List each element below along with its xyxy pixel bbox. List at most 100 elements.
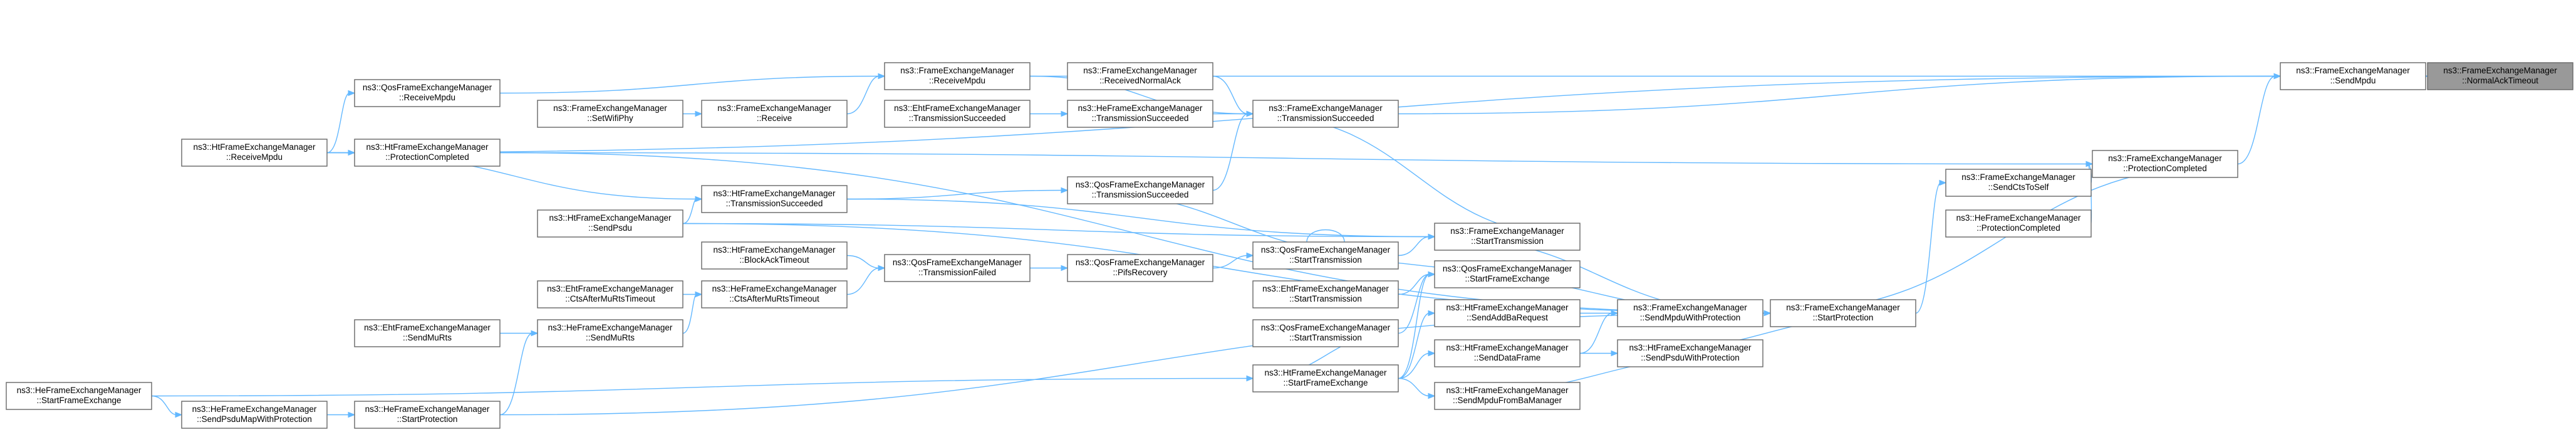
node-box[interactable] — [354, 139, 501, 167]
node-box[interactable] — [181, 139, 328, 167]
node-box[interactable] — [1252, 241, 1399, 270]
function-node-n38[interactable]: ns3::HeFrameExchangeManager::SendPsduMap… — [181, 401, 328, 429]
node-box[interactable] — [1434, 299, 1581, 327]
function-node-n25[interactable]: ns3::EhtFrameExchangeManager::CtsAfterMu… — [537, 280, 683, 308]
node-box[interactable] — [1252, 280, 1399, 308]
function-node-n34[interactable]: ns3::HtFrameExchangeManager::SendPsduWit… — [1617, 339, 1763, 367]
function-node-n0[interactable]: ns3::FrameExchangeManager::NormalAckTime… — [2427, 62, 2573, 90]
node-box[interactable] — [1067, 62, 1213, 90]
node-box[interactable] — [701, 185, 848, 213]
node-method-label: ::StartFrameExchange — [1283, 378, 1368, 387]
node-method-label: ::StartTransmission — [1289, 255, 1362, 265]
function-node-n20[interactable]: ns3::QosFrameExchangeManager::Transmissi… — [884, 254, 1031, 282]
function-node-n35[interactable]: ns3::HeFrameExchangeManager::StartFrameE… — [6, 382, 152, 410]
node-box[interactable] — [884, 100, 1031, 128]
call-edge-n2-n1 — [1398, 75, 2276, 115]
function-node-n4[interactable]: ns3::FrameExchangeManager::ReceivedNorma… — [1067, 62, 1213, 90]
node-box[interactable] — [537, 319, 683, 347]
function-node-n13[interactable]: ns3::QosFrameExchangeManager::Transmissi… — [1067, 176, 1213, 204]
node-box[interactable] — [1945, 169, 2092, 197]
node-class-label: ns3::HtFrameExchangeManager — [549, 213, 672, 223]
node-box[interactable] — [537, 280, 683, 308]
node-box[interactable] — [1617, 299, 1763, 327]
function-node-n24[interactable]: ns3::EhtFrameExchangeManager::StartTrans… — [1252, 280, 1399, 308]
function-node-n6[interactable]: ns3::FrameExchangeManager::Receive — [701, 100, 848, 128]
function-node-n2[interactable]: ns3::FrameExchangeManager::TransmissionS… — [1252, 100, 1399, 128]
function-node-n39[interactable]: ns3::HeFrameExchangeManager::StartProtec… — [354, 401, 501, 429]
function-node-n12[interactable]: ns3::HtFrameExchangeManager::ProtectionC… — [354, 139, 501, 167]
function-node-n17[interactable]: ns3::FrameExchangeManager::StartTransmis… — [1434, 223, 1581, 251]
node-box[interactable] — [1770, 299, 1916, 327]
node-box[interactable] — [354, 79, 501, 107]
function-node-n22[interactable]: ns3::QosFrameExchangeManager::StartTrans… — [1252, 241, 1399, 270]
function-node-n7[interactable]: ns3::FrameExchangeManager::SetWifiPhy — [537, 100, 683, 128]
function-node-n5[interactable]: ns3::QosFrameExchangeManager::ReceiveMpd… — [354, 79, 501, 107]
node-box[interactable] — [1252, 364, 1399, 392]
node-box[interactable] — [354, 401, 501, 429]
function-node-n27[interactable]: ns3::FrameExchangeManager::SendMpduWithP… — [1617, 299, 1763, 327]
function-node-n30[interactable]: ns3::QosFrameExchangeManager::StartTrans… — [1252, 319, 1399, 347]
node-method-label: ::ProtectionCompleted — [385, 152, 469, 162]
call-edge-n22-n22 — [1306, 229, 1345, 243]
node-box[interactable] — [181, 401, 328, 429]
node-box[interactable] — [354, 319, 501, 347]
node-box[interactable] — [701, 241, 848, 270]
function-node-n32[interactable]: ns3::HeFrameExchangeManager::SendMuRts — [537, 319, 683, 347]
call-arrowhead — [1246, 375, 1254, 382]
call-edge-n33-n27 — [1579, 312, 1613, 354]
node-class-label: ns3::FrameExchangeManager — [1083, 66, 1197, 75]
function-node-n36[interactable]: ns3::HtFrameExchangeManager::StartFrameE… — [1252, 364, 1399, 392]
function-node-n9[interactable]: ns3::HeFrameExchangeManager::Transmissio… — [1067, 100, 1213, 128]
function-node-n1[interactable]: ns3::FrameExchangeManager::SendMpdu — [2280, 62, 2426, 90]
function-node-n33[interactable]: ns3::HtFrameExchangeManager::SendDataFra… — [1434, 339, 1581, 367]
function-node-n8[interactable]: ns3::HtFrameExchangeManager::ReceiveMpdu — [181, 139, 328, 167]
node-box[interactable] — [1067, 254, 1213, 282]
function-node-n28[interactable]: ns3::FrameExchangeManager::StartProtecti… — [1770, 299, 1916, 327]
node-box[interactable] — [1434, 382, 1581, 410]
node-box[interactable] — [1252, 319, 1399, 347]
node-box[interactable] — [2427, 62, 2573, 90]
node-method-label: ::PifsRecovery — [1113, 268, 1167, 277]
node-method-label: ::TransmissionSucceeded — [1092, 113, 1189, 123]
function-node-n18[interactable]: ns3::HtFrameExchangeManager::SendPsdu — [537, 209, 683, 238]
node-box[interactable] — [537, 209, 683, 238]
node-method-label: ::TransmissionSucceeded — [726, 199, 823, 208]
function-node-n14[interactable]: ns3::HtFrameExchangeManager::Transmissio… — [701, 185, 848, 213]
node-box[interactable] — [1434, 223, 1581, 251]
node-box[interactable] — [2092, 150, 2238, 178]
call-arrowhead — [531, 330, 539, 337]
node-box[interactable] — [1252, 100, 1399, 128]
node-box[interactable] — [537, 100, 683, 128]
node-box[interactable] — [1945, 209, 2092, 238]
function-node-n31[interactable]: ns3::EhtFrameExchangeManager::SendMuRts — [354, 319, 501, 347]
function-node-n11[interactable]: ns3::FrameExchangeManager::ProtectionCom… — [2092, 150, 2238, 178]
function-node-n37[interactable]: ns3::HtFrameExchangeManager::SendMpduFro… — [1434, 382, 1581, 410]
node-box[interactable] — [1617, 339, 1763, 367]
node-box[interactable] — [1067, 100, 1213, 128]
node-box[interactable] — [884, 254, 1031, 282]
node-class-label: ns3::HtFrameExchangeManager — [713, 245, 836, 255]
node-method-label: ::SendMpdu — [2330, 76, 2376, 85]
node-method-label: ::SendPsduMapWithProtection — [197, 414, 312, 424]
function-node-n15[interactable]: ns3::FrameExchangeManager::SendCtsToSelf — [1945, 169, 2092, 197]
node-box[interactable] — [1434, 339, 1581, 367]
function-node-n21[interactable]: ns3::QosFrameExchangeManager::PifsRecove… — [1067, 254, 1213, 282]
function-node-n26[interactable]: ns3::HeFrameExchangeManager::CtsAfterMuR… — [701, 280, 848, 308]
node-box[interactable] — [2280, 62, 2426, 90]
function-node-n16[interactable]: ns3::HeFrameExchangeManager::ProtectionC… — [1945, 209, 2092, 238]
function-node-n19[interactable]: ns3::HtFrameExchangeManager::BlockAckTim… — [701, 241, 848, 270]
node-class-label: ns3::EhtFrameExchangeManager — [364, 323, 491, 332]
call-edge-n39-n32 — [499, 332, 533, 416]
function-node-n29[interactable]: ns3::HtFrameExchangeManager::SendAddBaRe… — [1434, 299, 1581, 327]
node-box[interactable] — [1434, 260, 1581, 288]
node-box[interactable] — [884, 62, 1031, 90]
function-node-n3[interactable]: ns3::FrameExchangeManager::ReceiveMpdu — [884, 62, 1031, 90]
function-node-n23[interactable]: ns3::QosFrameExchangeManager::StartFrame… — [1434, 260, 1581, 288]
node-box[interactable] — [701, 280, 848, 308]
node-box[interactable] — [6, 382, 152, 410]
node-box[interactable] — [701, 100, 848, 128]
call-arrowhead — [348, 90, 356, 97]
function-node-n10[interactable]: ns3::EhtFrameExchangeManager::Transmissi… — [884, 100, 1031, 128]
node-box[interactable] — [1067, 176, 1213, 204]
node-class-label: ns3::HtFrameExchangeManager — [193, 142, 316, 152]
